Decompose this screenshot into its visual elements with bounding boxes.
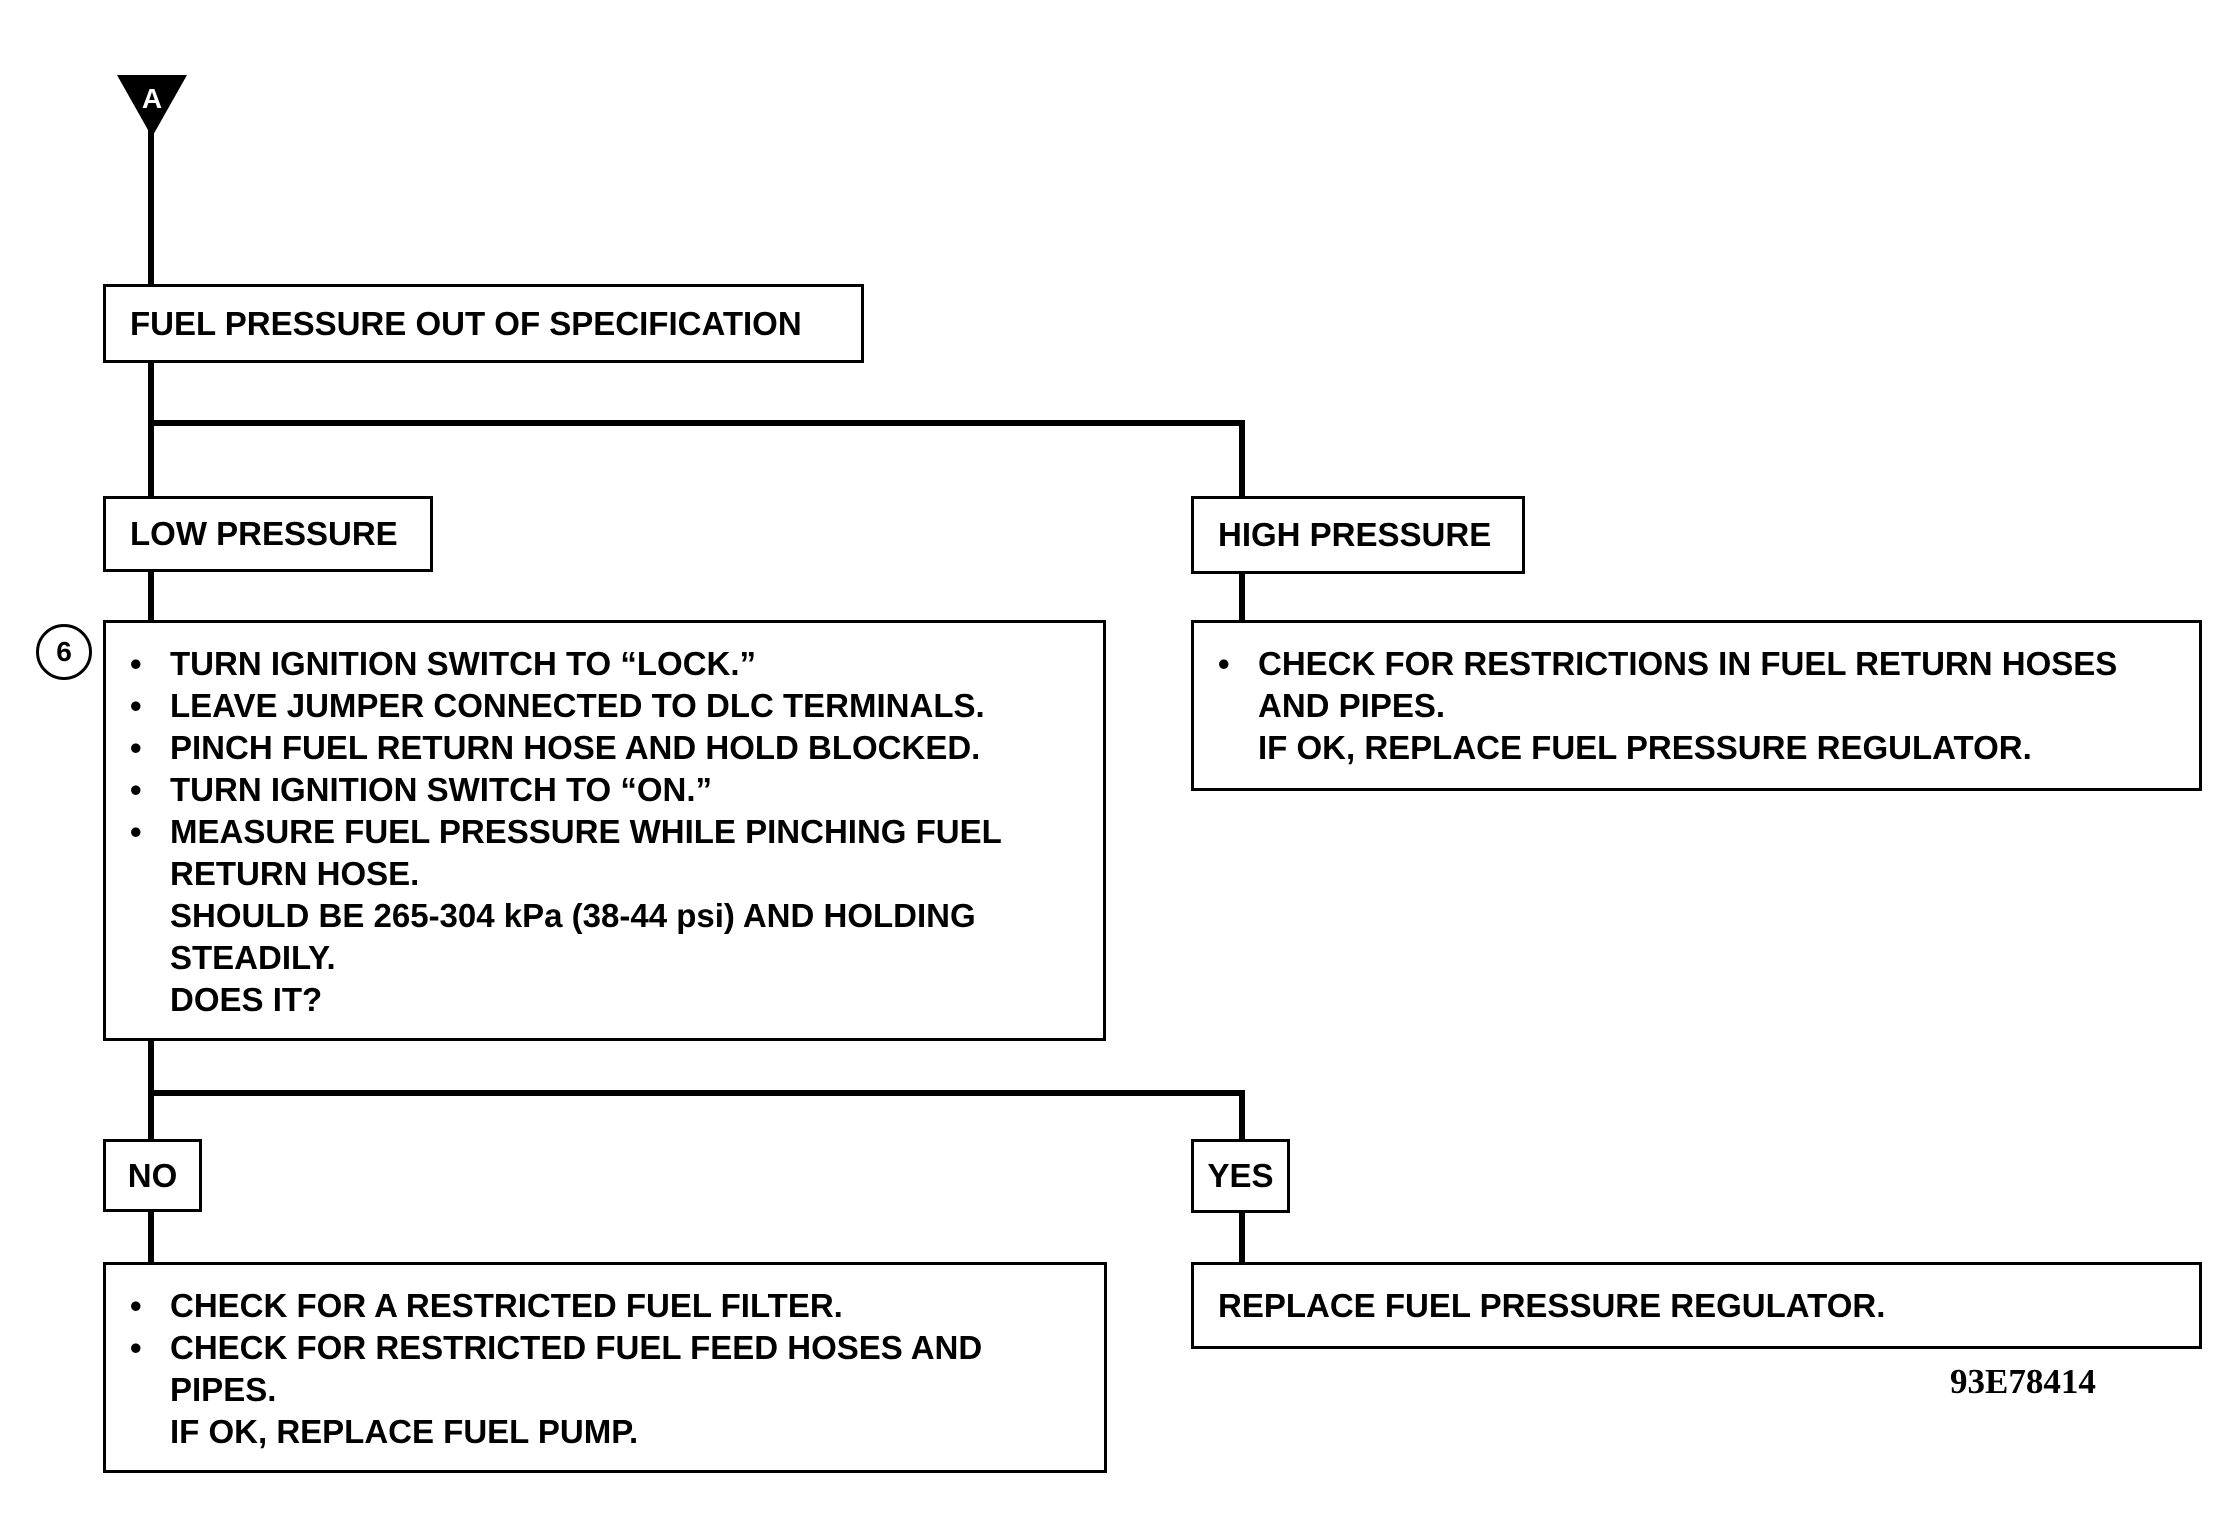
pressure-test-box: TURN IGNITION SWITCH TO “LOCK.” LEAVE JU… <box>103 620 1106 1041</box>
line-branch-answer <box>148 1090 1245 1096</box>
action-step: CHECK FOR A RESTRICTED FUEL FILTER. <box>130 1285 1080 1327</box>
line-no-to-action <box>148 1210 154 1264</box>
test-question: DOES IT? <box>170 981 323 1018</box>
low-pressure-box: LOW PRESSURE <box>103 496 433 572</box>
high-pressure-label: HIGH PRESSURE <box>1218 516 1492 553</box>
start-label: FUEL PRESSURE OUT OF SPECIFICATION <box>130 304 802 342</box>
connector-a-label: A <box>142 83 162 114</box>
line-yes-to-action <box>1239 1211 1245 1264</box>
yes-action-label: REPLACE FUEL PRESSURE REGULATOR. <box>1218 1286 1886 1324</box>
no-action-note: IF OK, REPLACE FUEL PUMP. <box>170 1413 639 1450</box>
no-action-steps: CHECK FOR A RESTRICTED FUEL FILTER. CHEC… <box>130 1285 1080 1411</box>
high-pressure-box: HIGH PRESSURE <box>1191 496 1525 574</box>
answer-no-box: NO <box>103 1139 202 1212</box>
test-step: MEASURE FUEL PRESSURE WHILE PINCHING FUE… <box>130 811 1050 895</box>
line-high-to-action <box>1239 571 1245 623</box>
yes-action-box: REPLACE FUEL PRESSURE REGULATOR. <box>1191 1262 2202 1349</box>
test-step: PINCH FUEL RETURN HOSE AND HOLD BLOCKED. <box>130 727 1079 769</box>
answer-yes-label: YES <box>1207 1157 1274 1194</box>
step-number-badge: 6 <box>36 624 92 680</box>
test-step: TURN IGNITION SWITCH TO “ON.” <box>130 769 1079 811</box>
test-step: LEAVE JUMPER CONNECTED TO DLC TERMINALS. <box>130 685 1079 727</box>
high-pressure-action-note: IF OK, REPLACE FUEL PRESSURE REGULATOR. <box>1258 729 2032 766</box>
action-step: CHECK FOR RESTRICTED FUEL FEED HOSES AND… <box>130 1327 1050 1411</box>
line-a-to-start <box>148 115 154 285</box>
high-pressure-action-steps: CHECK FOR RESTRICTIONS IN FUEL RETURN HO… <box>1218 643 2175 727</box>
action-step: CHECK FOR RESTRICTIONS IN FUEL RETURN HO… <box>1218 643 2188 727</box>
no-action-box: CHECK FOR A RESTRICTED FUEL FILTER. CHEC… <box>103 1262 1107 1473</box>
low-pressure-label: LOW PRESSURE <box>130 515 398 552</box>
line-to-high <box>1239 420 1245 498</box>
connector-a-marker: A <box>117 75 187 137</box>
line-start-to-low <box>148 362 154 497</box>
figure-code: 93E78414 <box>1950 1362 2096 1401</box>
fuel-pressure-out-of-spec-box: FUEL PRESSURE OUT OF SPECIFICATION <box>103 284 864 363</box>
line-to-yes <box>1239 1090 1245 1141</box>
answer-yes-box: YES <box>1191 1139 1290 1213</box>
pressure-test-steps: TURN IGNITION SWITCH TO “LOCK.” LEAVE JU… <box>130 643 1079 895</box>
test-spec-note: SHOULD BE 265-304 kPa (38-44 psi) AND HO… <box>170 897 976 976</box>
test-step: TURN IGNITION SWITCH TO “LOCK.” <box>130 643 1079 685</box>
line-low-to-test <box>148 570 154 622</box>
answer-no-label: NO <box>127 1156 178 1194</box>
high-pressure-action-box: CHECK FOR RESTRICTIONS IN FUEL RETURN HO… <box>1191 620 2202 791</box>
line-branch-pressure <box>148 420 1245 426</box>
